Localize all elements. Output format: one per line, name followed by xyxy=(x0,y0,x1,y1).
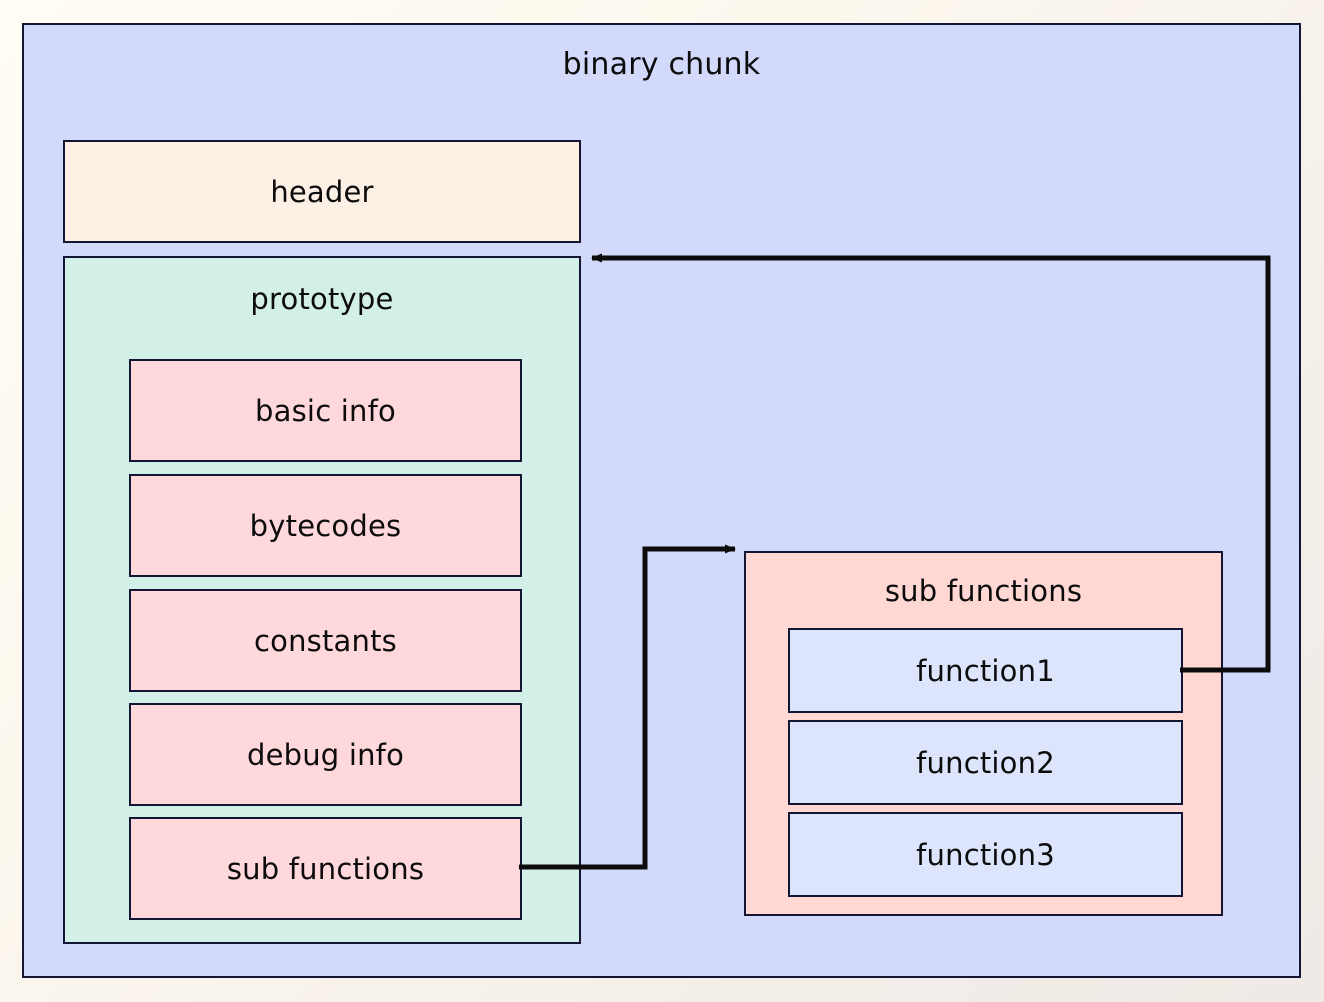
sub-function-item-label: function2 xyxy=(916,745,1055,780)
sub-functions-container-title: sub functions xyxy=(884,574,1083,608)
prototype-field-label: constants xyxy=(254,623,397,658)
sub-functions-container[interactable]: sub functions function1 function2 functi… xyxy=(744,551,1223,916)
prototype-field-sub-functions[interactable]: sub functions xyxy=(129,817,522,920)
prototype-field-label: debug info xyxy=(246,737,405,772)
prototype-block-title: prototype xyxy=(250,282,394,316)
prototype-field-debug-info[interactable]: debug info xyxy=(129,703,522,806)
prototype-field-basic-info[interactable]: basic info xyxy=(129,359,522,462)
header-block-label: header xyxy=(270,174,374,209)
binary-chunk-title: binary chunk xyxy=(562,47,761,82)
prototype-field-bytecodes[interactable]: bytecodes xyxy=(129,474,522,577)
header-block[interactable]: header xyxy=(63,140,581,243)
sub-function-item-function3[interactable]: function3 xyxy=(788,812,1183,897)
prototype-field-label: bytecodes xyxy=(249,508,402,543)
sub-function-item-function1[interactable]: function1 xyxy=(788,628,1183,713)
prototype-block[interactable]: prototype basic info bytecodes constants… xyxy=(63,256,581,944)
sub-function-item-function2[interactable]: function2 xyxy=(788,720,1183,805)
prototype-field-label: sub functions xyxy=(226,851,425,886)
prototype-field-constants[interactable]: constants xyxy=(129,589,522,692)
sub-function-item-label: function1 xyxy=(916,653,1055,688)
sub-function-item-label: function3 xyxy=(916,837,1055,872)
prototype-field-label: basic info xyxy=(255,393,396,428)
